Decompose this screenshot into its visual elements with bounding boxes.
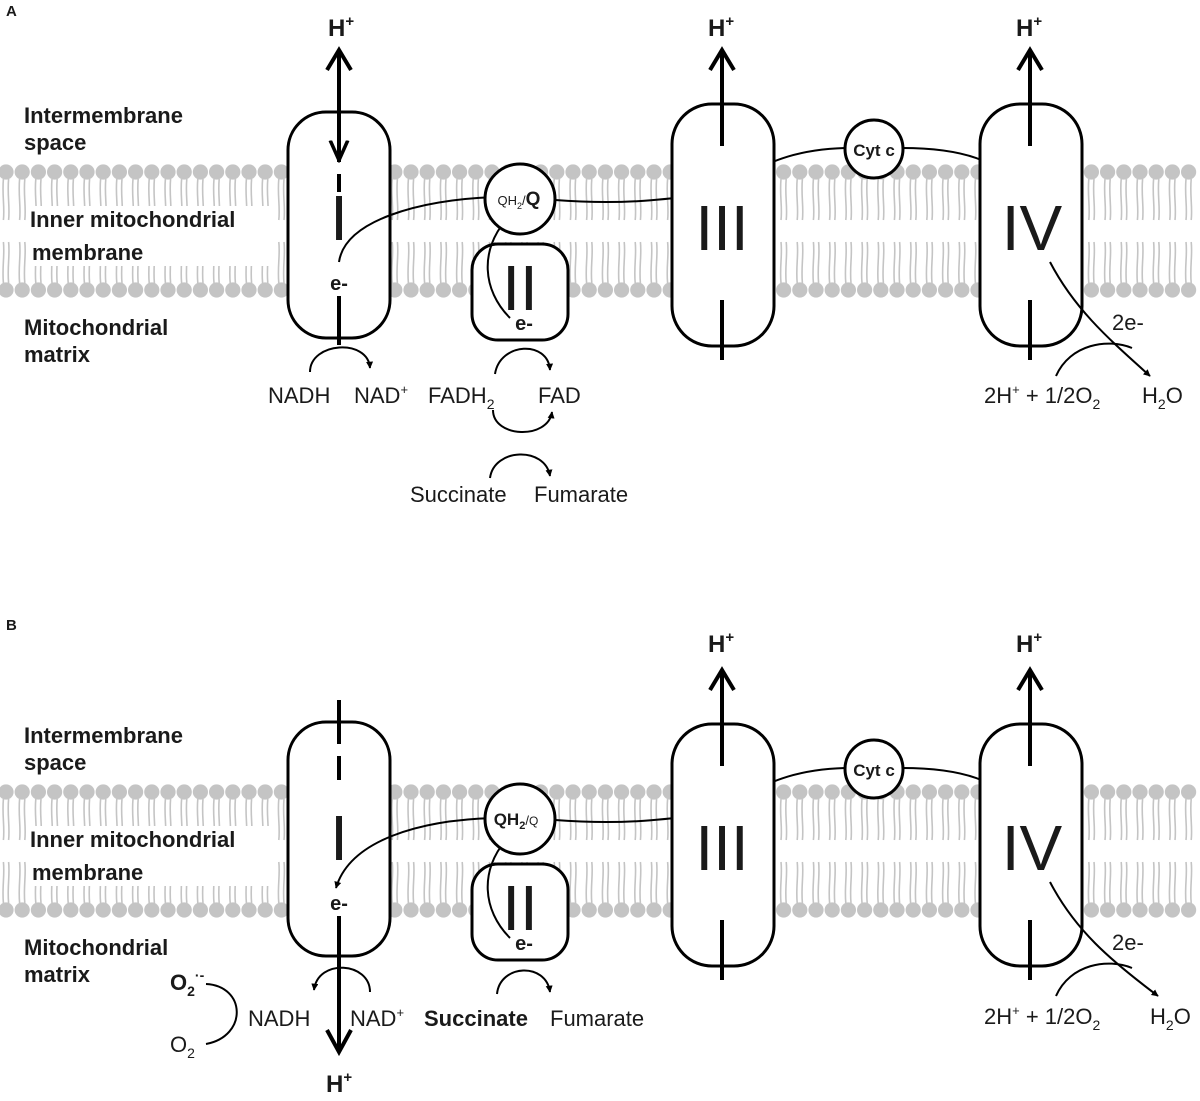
arc-nadh	[309, 346, 374, 373]
complex-4: IV	[978, 52, 1084, 360]
path-complex1-to-q	[338, 193, 495, 263]
electron-label-1: e-	[330, 273, 348, 295]
arc-superoxide	[205, 983, 238, 1045]
path-complex4-to-water	[1049, 881, 1159, 997]
water-label: H2O	[1150, 1004, 1191, 1033]
panel-letter: B	[6, 617, 17, 634]
path-complex2-to-q	[486, 219, 511, 319]
path-complex4-to-water	[1049, 261, 1151, 377]
nadh-label: NADH	[248, 1006, 310, 1031]
complex-2-label: II	[502, 252, 538, 324]
panel-a: A Intermembrane space Inner mitochondria…	[0, 3, 1197, 507]
arc-nad-to-nadh	[311, 966, 371, 993]
complex-3-label: III	[695, 812, 748, 884]
electron-label-2: e-	[515, 313, 533, 335]
fumarate-label: Fumarate	[534, 482, 628, 507]
succinate-label: Succinate	[424, 1006, 528, 1031]
q-pool: QH2/Q	[483, 162, 557, 236]
label-mitochondrial-matrix-2: matrix	[24, 342, 91, 367]
proton-label-1: H+	[326, 1069, 352, 1098]
arc-succinate	[496, 969, 553, 995]
cyt-c-label: Cyt c	[853, 761, 895, 780]
label-intermembrane-space-2: space	[24, 750, 86, 775]
electron-label-2: e-	[515, 933, 533, 955]
water-label: H2O	[1142, 383, 1183, 412]
label-mitochondrial-matrix: Mitochondrial	[24, 315, 168, 340]
panel-letter: A	[6, 3, 17, 20]
arc-oxygen	[1055, 342, 1133, 377]
cyt-c: Cyt c	[843, 738, 905, 800]
complex-3: III	[670, 52, 776, 360]
label-intermembrane-space-2: space	[24, 130, 86, 155]
proton-arrows	[708, 666, 1044, 715]
cyt-c: Cyt c	[843, 118, 905, 180]
fad-label: FAD	[538, 383, 581, 408]
fumarate-label: Fumarate	[550, 1006, 644, 1031]
q-label: QH2/Q	[498, 189, 541, 211]
panel-b: B Intermembrane space Inner mitochondria…	[0, 617, 1197, 1098]
electron-label-4: 2e-	[1112, 310, 1144, 335]
q-label: QH2/Q	[494, 810, 539, 832]
complex-2: II e-	[470, 862, 570, 962]
proton-label-3: H+	[708, 629, 734, 658]
label-inner-membrane-2: membrane	[32, 240, 143, 265]
label-mitochondrial-matrix-2: matrix	[24, 962, 91, 987]
label-inner-membrane: Inner mitochondrial	[30, 207, 235, 232]
nad-label: NAD+	[354, 382, 408, 408]
arc-succinate	[492, 409, 555, 433]
path-complex2-to-q	[486, 839, 511, 939]
oxygen-label: O2	[170, 1032, 195, 1061]
complex-4: IV	[978, 672, 1084, 980]
complex-1: I e-	[286, 52, 392, 345]
arc-succinate-2	[489, 453, 553, 479]
proton-label-4: H+	[1016, 13, 1042, 42]
complex-3-label: III	[695, 192, 748, 264]
arc-oxygen	[1055, 962, 1133, 997]
label-inner-membrane-2: membrane	[32, 860, 143, 885]
label-intermembrane-space: Intermembrane	[24, 103, 183, 128]
electron-label-1: e-	[330, 893, 348, 915]
region-labels: Intermembrane space Inner mitochondrial …	[20, 723, 270, 990]
label-inner-membrane: Inner mitochondrial	[30, 827, 235, 852]
label-intermembrane-space: Intermembrane	[24, 723, 183, 748]
complex-1-label: I	[330, 802, 348, 874]
proton-label-3: H+	[708, 13, 734, 42]
arc-fadh2	[494, 347, 554, 375]
succinate-label: Succinate	[410, 482, 507, 507]
proton-arrows	[325, 46, 1044, 95]
reactant-label: 2H+ + 1/2O2	[984, 1003, 1101, 1033]
nad-label: NAD+	[350, 1005, 404, 1031]
label-mitochondrial-matrix: Mitochondrial	[24, 935, 168, 960]
reactant-label: 2H+ + 1/2O2	[984, 382, 1101, 412]
complex-2-label: II	[502, 872, 538, 944]
region-labels: Intermembrane space Inner mitochondrial …	[20, 103, 270, 370]
complex-4-label: IV	[1002, 812, 1063, 884]
q-pool: QH2/Q	[483, 782, 557, 856]
complex-1-label: I	[330, 182, 348, 254]
superoxide-label: O2·-	[170, 967, 205, 999]
electron-label-4: 2e-	[1112, 930, 1144, 955]
complex-1: I e-	[286, 700, 392, 1057]
complex-2: II e-	[470, 242, 570, 342]
complex-4-label: IV	[1002, 192, 1063, 264]
cyt-c-label: Cyt c	[853, 141, 895, 160]
complex-3: III	[670, 672, 776, 980]
fadh2-label: FADH2	[428, 383, 495, 412]
proton-label-1: H+	[328, 13, 354, 42]
proton-label-4: H+	[1016, 629, 1042, 658]
nadh-label: NADH	[268, 383, 330, 408]
path-q-to-complex1	[334, 817, 495, 889]
